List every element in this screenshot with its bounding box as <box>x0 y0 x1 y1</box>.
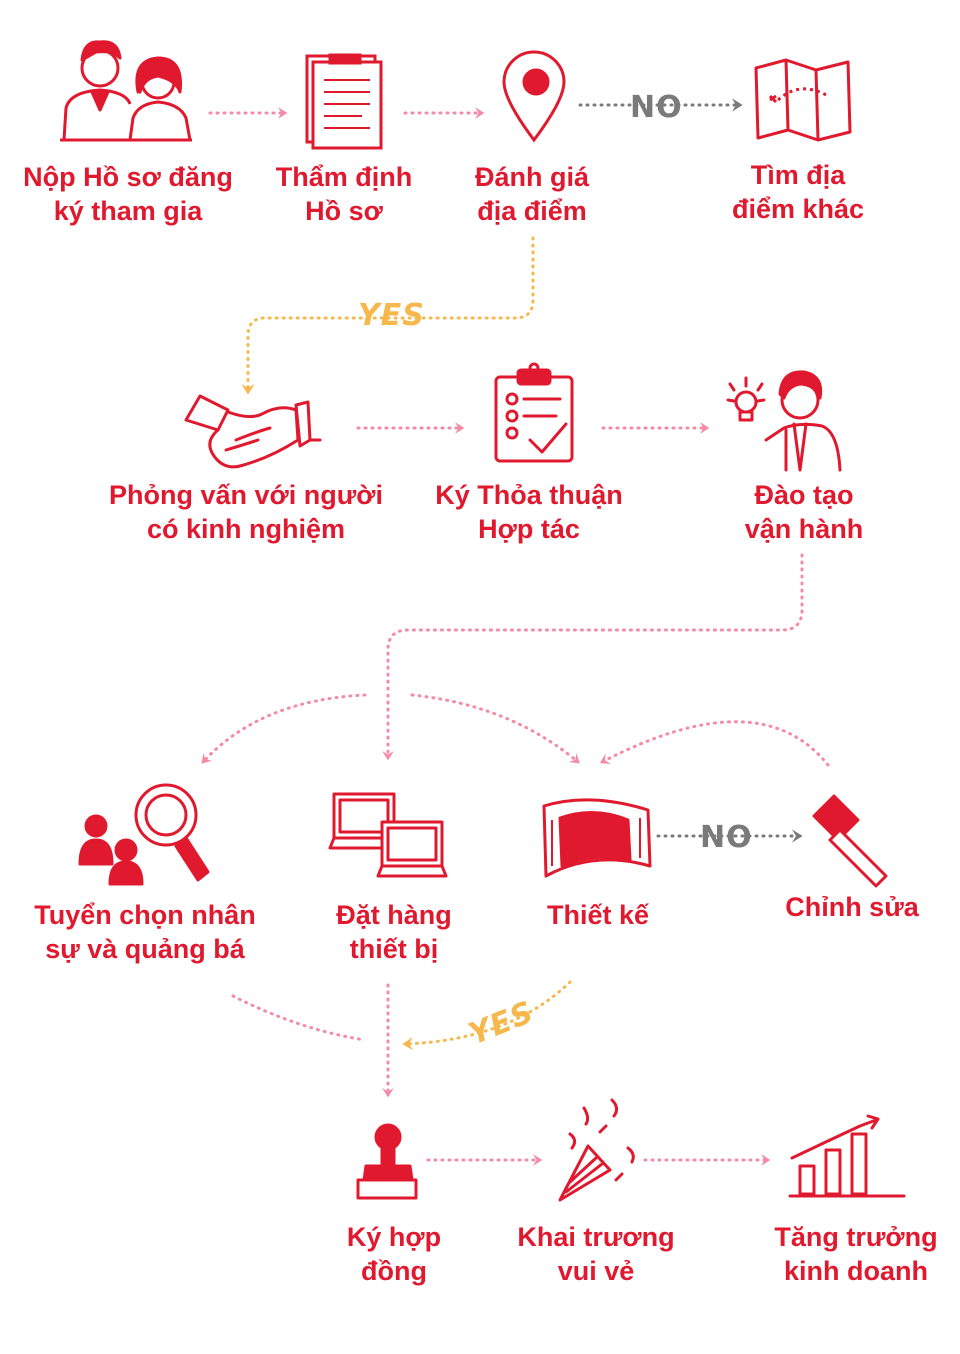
step-label-revise: Chỉnh sửa <box>785 892 919 922</box>
hammer-icon <box>812 794 888 888</box>
arrow-to-recruit <box>201 693 367 764</box>
arrow-design-yes-to-contract <box>402 980 572 1051</box>
arrow-recruit-to-contract <box>231 994 367 1042</box>
recruit-magnifier-icon <box>78 783 210 886</box>
arrow-to-design <box>410 693 580 764</box>
location-pin-icon <box>502 50 566 143</box>
connectors <box>201 98 830 1166</box>
person-idea-icon <box>726 370 842 472</box>
clipboard-checklist-icon <box>494 362 574 463</box>
party-popper-icon <box>558 1098 635 1202</box>
growth-chart-icon <box>788 1114 906 1198</box>
decision-no-label: NO <box>700 820 753 855</box>
computers-icon <box>328 792 448 878</box>
map-icon <box>754 58 852 142</box>
arrow-evaluate-yes-to-interview <box>241 236 535 395</box>
decision-no-label: NO <box>630 90 683 125</box>
stamp-icon <box>356 1123 418 1200</box>
document-icon <box>305 53 383 150</box>
blueprint-icon <box>542 798 652 878</box>
decision-yes-label: YES <box>358 298 425 333</box>
arrow-revise-back-to-design <box>599 720 830 767</box>
couple-icon <box>60 40 192 142</box>
step-label-design: Thiết kế <box>546 900 650 930</box>
handshake-icon <box>184 394 322 469</box>
arrow-training-to-branches <box>382 553 804 761</box>
